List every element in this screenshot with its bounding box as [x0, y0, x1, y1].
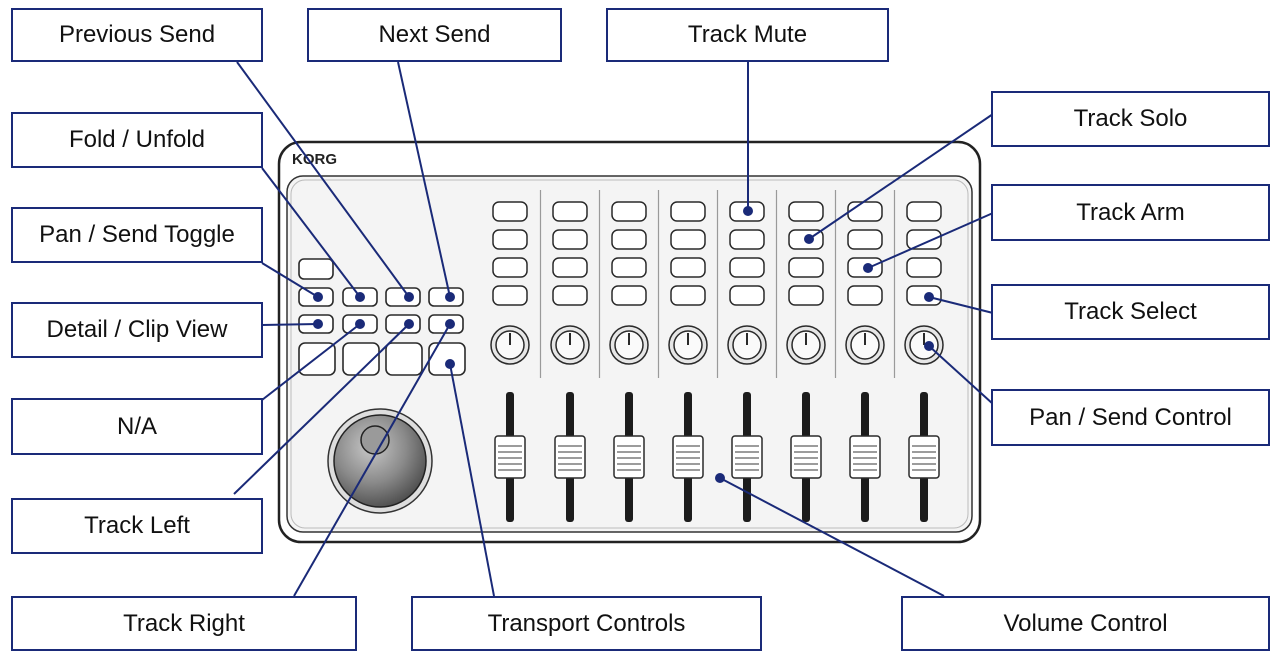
left-controls — [298, 258, 466, 514]
label-track-mute-text: Track Mute — [687, 21, 808, 48]
label-volume-control: Volume Control — [901, 596, 1270, 651]
strip-1-select-button[interactable] — [492, 285, 528, 306]
label-track-mute: Track Mute — [606, 8, 889, 62]
label-fold-unfold-text: Fold / Unfold — [68, 126, 206, 153]
strip-2-select-button[interactable] — [552, 285, 588, 306]
strip-2-mute-button[interactable] — [552, 201, 588, 222]
strip-6-pan-knob[interactable] — [786, 325, 826, 365]
label-track-solo: Track Solo — [991, 91, 1270, 147]
strip-3-volume-fader[interactable] — [613, 392, 645, 522]
strip-4-mute-button[interactable] — [670, 201, 706, 222]
previous-send-button[interactable] — [385, 287, 421, 307]
label-track-arm-text: Track Arm — [1076, 198, 1185, 226]
label-track-solo-text: Track Solo — [1073, 105, 1188, 132]
label-fold-unfold: Fold / Unfold — [11, 112, 263, 168]
strip-3-mute-button[interactable] — [611, 201, 647, 222]
strip-4-solo-button[interactable] — [670, 229, 706, 250]
label-track-select: Track Select — [991, 284, 1270, 340]
transport-pad-2[interactable] — [342, 342, 380, 376]
label-pan-send-control: Pan / Send Control — [991, 389, 1270, 446]
label-pan-send-control-text: Pan / Send Control — [1029, 403, 1232, 431]
label-na: N/A — [11, 398, 263, 455]
jog-wheel[interactable] — [327, 408, 433, 514]
strip-2-volume-fader[interactable] — [554, 392, 586, 522]
label-next-send-text: Next Send — [378, 21, 491, 48]
label-previous-send-text: Previous Send — [58, 21, 216, 48]
label-volume-control-text: Volume Control — [1003, 609, 1168, 637]
label-na-text: N/A — [116, 412, 157, 440]
strip-4-select-button[interactable] — [670, 285, 706, 306]
label-track-select-text: Track Select — [1064, 298, 1197, 325]
label-detail-clip-view: Detail / Clip View — [11, 302, 263, 358]
track-left-button-top[interactable] — [298, 258, 334, 280]
label-track-right: Track Right — [11, 596, 357, 651]
label-previous-send: Previous Send — [11, 8, 263, 62]
strip-1-solo-button[interactable] — [492, 229, 528, 250]
strip-4-pan-knob[interactable] — [668, 325, 708, 365]
strip-3-solo-button[interactable] — [611, 229, 647, 250]
strip-3-select-button[interactable] — [611, 285, 647, 306]
strip-8-solo-button[interactable] — [906, 229, 942, 250]
strip-5-arm-button[interactable] — [729, 257, 765, 278]
label-track-left: Track Left — [11, 498, 263, 554]
strip-8-select-button[interactable] — [906, 285, 942, 306]
transport-pad-3[interactable] — [385, 342, 423, 376]
strip-7-volume-fader[interactable] — [849, 392, 881, 522]
strip-3-pan-knob[interactable] — [609, 325, 649, 365]
strip-5-solo-button[interactable] — [729, 229, 765, 250]
strip-1-volume-fader[interactable] — [494, 392, 526, 522]
strip-6-mute-button[interactable] — [788, 201, 824, 222]
strip-1-pan-knob[interactable] — [490, 325, 530, 365]
strip-8-arm-button[interactable] — [906, 257, 942, 278]
strip-5-select-button[interactable] — [729, 285, 765, 306]
strip-6-select-button[interactable] — [788, 285, 824, 306]
label-track-arm: Track Arm — [991, 184, 1270, 241]
strip-5-pan-knob[interactable] — [727, 325, 767, 365]
strip-6-arm-button[interactable] — [788, 257, 824, 278]
strip-2-pan-knob[interactable] — [550, 325, 590, 365]
strip-2-arm-button[interactable] — [552, 257, 588, 278]
strip-1-arm-button[interactable] — [492, 257, 528, 278]
strip-8-volume-fader[interactable] — [908, 392, 940, 522]
brand-logo: KORG — [292, 151, 337, 168]
label-track-right-text: Track Right — [123, 609, 245, 637]
transport-pad-4[interactable] — [428, 342, 466, 376]
strip-2-solo-button[interactable] — [552, 229, 588, 250]
strip-8-mute-button[interactable] — [906, 201, 942, 222]
label-pan-send-toggle: Pan / Send Toggle — [11, 207, 263, 263]
label-transport-controls-text: Transport Controls — [487, 609, 686, 637]
strip-7-pan-knob[interactable] — [845, 325, 885, 365]
strip-8-pan-knob[interactable] — [904, 325, 944, 365]
strip-7-mute-button[interactable] — [847, 201, 883, 222]
label-next-send: Next Send — [307, 8, 562, 62]
strip-5-volume-fader[interactable] — [731, 392, 763, 522]
channel-strips — [490, 190, 944, 522]
strip-3-arm-button[interactable] — [611, 257, 647, 278]
leader-lines — [233, 61, 994, 597]
label-track-left-text: Track Left — [84, 512, 190, 539]
track-left-button[interactable] — [385, 314, 421, 334]
strip-6-volume-fader[interactable] — [790, 392, 822, 522]
strip-7-solo-button[interactable] — [847, 229, 883, 250]
label-detail-clip-view-text: Detail / Clip View — [46, 316, 228, 343]
label-transport-controls: Transport Controls — [411, 596, 762, 651]
strip-4-volume-fader[interactable] — [672, 392, 704, 522]
strip-4-arm-button[interactable] — [670, 257, 706, 278]
strip-1-mute-button[interactable] — [492, 201, 528, 222]
label-pan-send-toggle-text: Pan / Send Toggle — [39, 221, 235, 248]
strip-7-select-button[interactable] — [847, 285, 883, 306]
